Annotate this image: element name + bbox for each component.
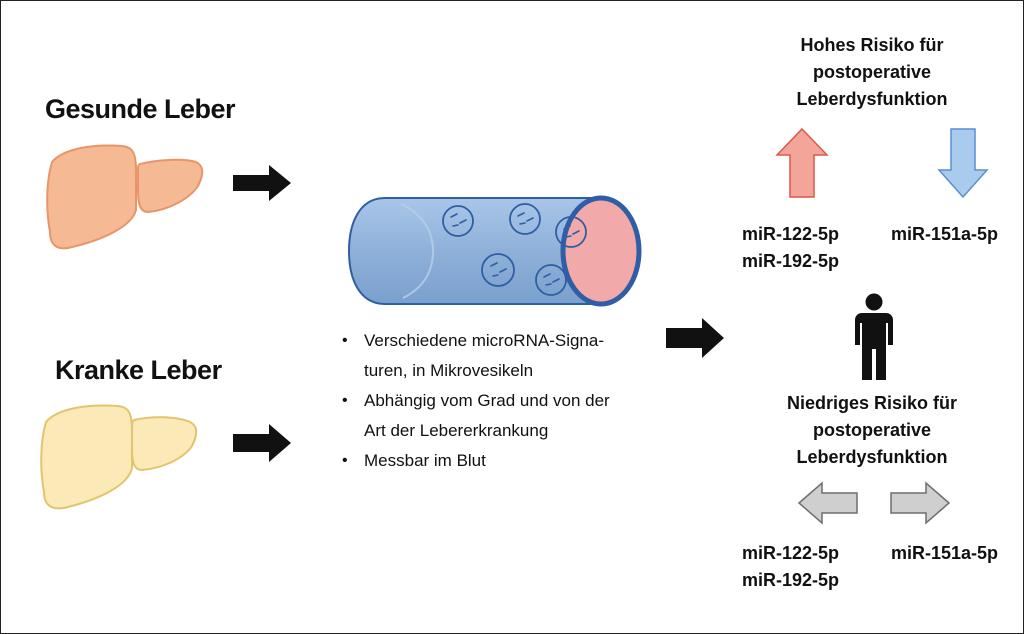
- low-risk-mir-left-1: miR-122-5p: [742, 543, 840, 563]
- feature-list: Verschiedene microRNA-Signa-turen, in Mi…: [340, 326, 626, 476]
- low-risk-label: Niedriges Risiko für postoperative Leber…: [786, 393, 958, 467]
- right-arrow-icon: [890, 481, 951, 525]
- down-arrow-icon: [937, 128, 989, 199]
- healthy-liver-title: Gesunde Leber: [45, 94, 236, 124]
- person-icon: [855, 293, 893, 380]
- list-item: Abhängig vom Grad und von der Art der Le…: [340, 386, 626, 446]
- low-risk-mir-left-2: miR-192-5p: [742, 570, 840, 590]
- up-arrow-icon: [775, 127, 829, 198]
- high-risk-label: Hohes Risiko für postoperative Leberdysf…: [796, 35, 948, 109]
- black-right-arrow-icon: [233, 165, 291, 201]
- diseased-liver-icon: [40, 404, 198, 510]
- black-right-arrow-icon: [666, 318, 724, 358]
- diseased-liver-title: Kranke Leber: [55, 355, 222, 385]
- high-risk-mir-up-1: miR-122-5p: [742, 224, 840, 244]
- healthy-liver-icon: [46, 144, 204, 250]
- black-right-arrow-icon: [233, 424, 291, 462]
- high-risk-mir-down: miR-151a-5p: [891, 224, 999, 244]
- left-arrow-icon: [797, 481, 858, 525]
- list-item: Messbar im Blut: [340, 446, 626, 476]
- high-risk-mir-up-2: miR-192-5p: [742, 251, 840, 271]
- low-risk-mir-right: miR-151a-5p: [891, 543, 999, 563]
- vesicle-icons: [442, 203, 587, 296]
- list-item: Verschiedene microRNA-Signa-turen, in Mi…: [340, 326, 626, 386]
- blood-vessel-icon: [347, 195, 642, 307]
